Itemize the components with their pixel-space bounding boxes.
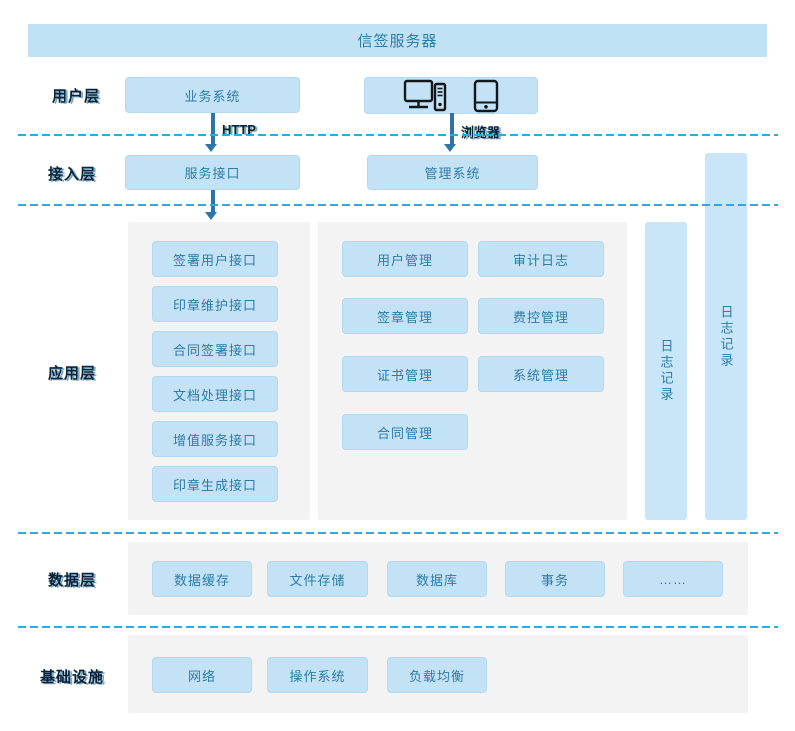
arrow-devices-to-management-head [444,144,456,152]
management-box-certificate: 证书管理 [342,356,468,392]
layer-label-infrastructure: 基础设施 [40,669,105,686]
client-devices-box [364,77,538,114]
management-box-system: 系统管理 [478,356,604,392]
data-box-file-storage: 文件存储 [267,561,368,597]
diagram-title: 信签服务器 [28,24,767,57]
layer-divider-1 [18,134,778,136]
layer-label-application: 应用层 [48,365,97,382]
interface-box-seal-maintenance: 印章维护接口 [152,286,278,322]
management-box-user: 用户管理 [342,241,468,277]
layer-divider-3 [18,532,778,534]
service-interface-box: 服务接口 [125,155,300,190]
log-record-bar-outer: 日志记录 [705,153,747,520]
management-box-contract: 合同管理 [342,414,468,450]
log-record-bar-outer-label: 日志记录 [718,304,734,369]
data-box-ellipsis: …… [623,561,723,597]
data-box-database: 数据库 [387,561,487,597]
interface-box-contract-sign: 合同签署接口 [152,331,278,367]
log-record-bar-inner-label: 日志记录 [658,339,674,403]
http-label: HTTP [222,122,256,137]
arrow-devices-to-management [450,113,454,145]
management-box-cost-control: 费控管理 [478,298,604,334]
layer-divider-2 [18,204,778,206]
layer-divider-4 [18,626,778,628]
arrow-business-to-service-head [205,144,217,152]
infra-box-os: 操作系统 [267,657,368,693]
log-record-bar-inner: 日志记录 [645,222,687,520]
layer-label-user: 用户层 [52,88,101,105]
browser-label: 浏览器 [461,125,501,140]
management-box-signature: 签章管理 [342,298,468,334]
arrow-service-to-application-head [205,212,217,220]
layer-label-access: 接入层 [48,166,97,183]
interface-box-value-added-service: 增值服务接口 [152,421,278,457]
layer-label-data: 数据层 [48,572,97,589]
arrow-service-to-application [211,190,215,213]
management-box-audit-log: 审计日志 [478,241,604,277]
interface-box-seal-generation: 印章生成接口 [152,466,278,502]
interface-box-sign-user: 签署用户接口 [152,241,278,277]
infra-box-load-balance: 负载均衡 [387,657,487,693]
data-box-cache: 数据缓存 [152,561,252,597]
interface-box-document-processing: 文档处理接口 [152,376,278,412]
infra-box-network: 网络 [152,657,252,693]
desktop-computer-icon [403,79,451,113]
arrow-business-to-service [211,113,215,145]
smartphone-icon [473,79,499,113]
management-system-box: 管理系统 [367,155,538,190]
data-box-transaction: 事务 [505,561,605,597]
business-system-box: 业务系统 [125,77,300,113]
